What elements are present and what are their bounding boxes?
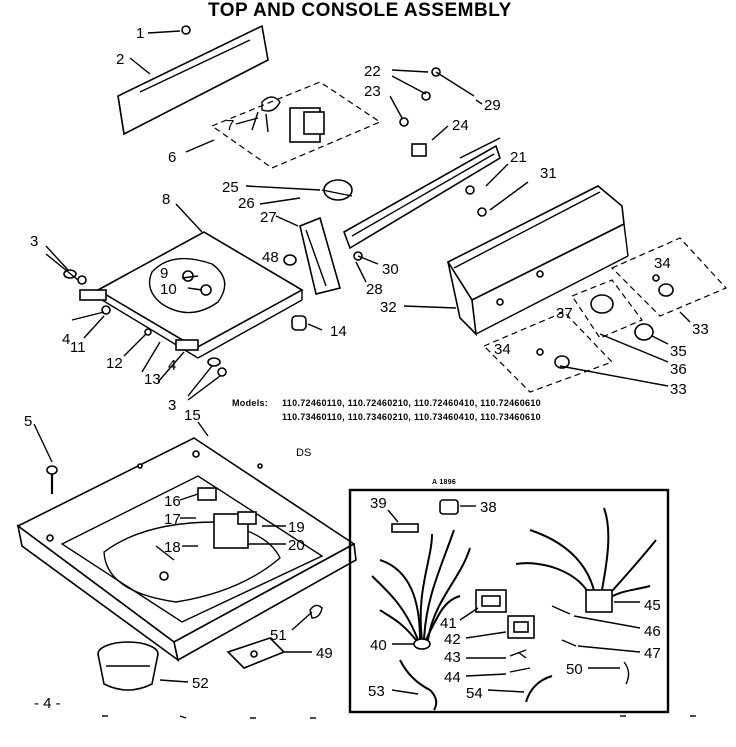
callout-32: 32 <box>380 299 397 316</box>
callout-47: 47 <box>644 645 661 662</box>
callout-41: 41 <box>440 615 457 632</box>
callout-8: 8 <box>162 191 170 208</box>
callout-51: 51 <box>270 627 287 644</box>
callout-14: 14 <box>330 323 347 340</box>
callout-18: 18 <box>164 539 181 556</box>
callout-2: 2 <box>116 51 124 68</box>
callout-10: 10 <box>160 281 177 298</box>
screw-set <box>389 67 483 127</box>
callout-15: 15 <box>184 407 201 424</box>
callout-43: 43 <box>444 649 461 666</box>
callout-11: 11 <box>70 339 86 356</box>
callout-35: 35 <box>670 343 687 360</box>
inset-label: A 1896 <box>432 479 456 486</box>
knob-assembly <box>571 279 669 363</box>
callout-49: 49 <box>316 645 333 662</box>
callout-28: 28 <box>366 281 383 298</box>
callout-54: 54 <box>466 685 483 702</box>
callout-25: 25 <box>222 179 239 196</box>
callout-26: 26 <box>238 195 255 212</box>
ds-label: DS <box>296 447 311 459</box>
callout-29: 29 <box>484 97 501 114</box>
bracket-27 <box>275 215 379 295</box>
callout-19: 19 <box>288 519 305 536</box>
washer-top-15 <box>16 437 357 662</box>
callout-3: 3 <box>30 233 38 250</box>
wiring-harness-40 <box>371 529 471 650</box>
callout-52: 52 <box>192 675 209 692</box>
callout-33: 33 <box>692 321 709 338</box>
callout-4: 4 <box>62 331 70 348</box>
callout-7: 7 <box>226 117 234 134</box>
callout-21: 21 <box>510 149 527 166</box>
callout-44: 44 <box>444 669 461 686</box>
models-line-1: 110.72460110, 110.72460210, 110.72460410… <box>282 398 541 408</box>
callout-34-upper: 34 <box>654 255 671 272</box>
callout-39: 39 <box>370 495 387 512</box>
callout-38: 38 <box>480 499 497 516</box>
callout-40: 40 <box>370 637 387 654</box>
part-39 <box>387 509 419 533</box>
small-wire-parts <box>391 605 641 711</box>
callout-33-lower: 33 <box>670 381 687 398</box>
screw-5 <box>33 423 58 494</box>
part-48 <box>283 254 297 266</box>
callout-5: 5 <box>24 413 32 430</box>
relay-42 <box>465 615 535 639</box>
dashed-knob-group <box>482 237 728 393</box>
part-52 <box>97 641 189 691</box>
models-label: Models: <box>232 398 268 408</box>
timer-25 <box>245 179 353 205</box>
diagram-title: TOP AND CONSOLE ASSEMBLY <box>208 0 512 21</box>
callout-46: 46 <box>644 623 661 640</box>
callout-20: 20 <box>288 537 305 554</box>
callout-1: 1 <box>136 25 144 42</box>
callout-30: 30 <box>382 261 399 278</box>
callout-13: 13 <box>144 371 161 388</box>
callout-9: 9 <box>160 265 168 282</box>
models-line-2: 110.73460110, 110.73460210, 110.73460410… <box>282 412 541 422</box>
callout-37: 37 <box>556 305 573 322</box>
callout-23: 23 <box>364 83 381 100</box>
control-console <box>403 185 629 337</box>
callout-45: 45 <box>644 597 661 614</box>
control-rail <box>343 137 529 250</box>
callout-22: 22 <box>364 63 381 80</box>
callout-50: 50 <box>566 661 583 678</box>
wiring-inset <box>348 488 670 714</box>
callout-34: 34 <box>494 341 511 358</box>
part-49 <box>226 637 312 669</box>
hinge-parts <box>45 245 227 401</box>
callout-42: 42 <box>444 631 461 648</box>
callout-31: 31 <box>540 165 557 182</box>
callout-4-lower: 4 <box>168 357 176 374</box>
relay-41 <box>459 589 507 621</box>
wiring-harness-45 <box>515 507 657 613</box>
console-back-panel <box>117 24 269 136</box>
page-number: - 4 - <box>34 695 61 712</box>
part-51 <box>291 604 323 631</box>
callout-48: 48 <box>262 249 279 266</box>
page-footer-marks <box>102 715 696 719</box>
callout-27: 27 <box>260 209 277 226</box>
callout-numbers: 1 2 3 4 5 6 7 8 9 10 11 12 13 14 15 16 1… <box>24 25 709 702</box>
callout-53: 53 <box>368 683 385 700</box>
callout-17: 17 <box>164 511 181 528</box>
callout-6: 6 <box>168 149 176 166</box>
part-14 <box>291 315 323 331</box>
callout-36: 36 <box>670 361 687 378</box>
mounting-plate <box>210 81 382 169</box>
callout-12: 12 <box>106 355 123 372</box>
callout-3-lower: 3 <box>168 397 176 414</box>
part-38 <box>439 499 476 515</box>
callout-16: 16 <box>164 493 181 510</box>
callout-24: 24 <box>452 117 469 134</box>
switch-24 <box>411 125 449 157</box>
top-lid-assembly <box>96 203 304 359</box>
